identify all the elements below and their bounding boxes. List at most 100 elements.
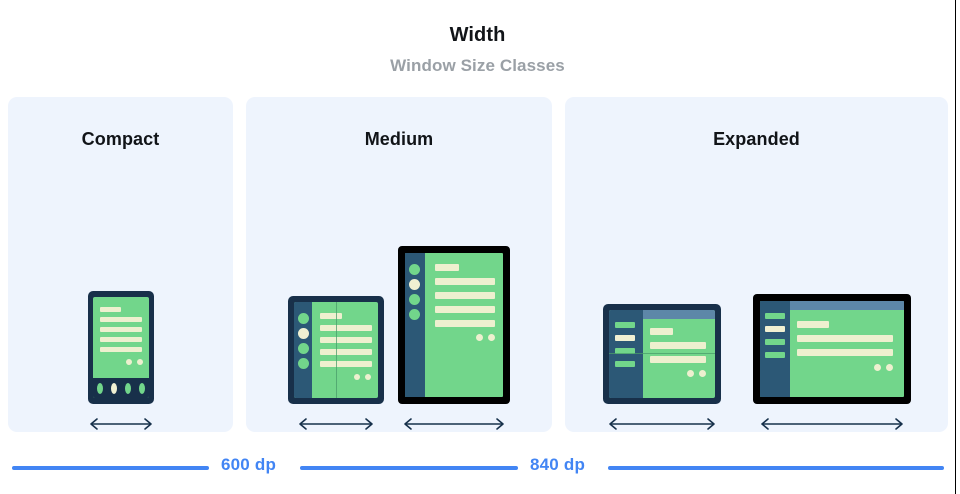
foldable-frame (288, 296, 384, 404)
width-arrow-icon (299, 418, 373, 430)
device-foldable-landscape (602, 304, 721, 432)
content-line (320, 325, 372, 331)
size-class-panels: Compact (8, 97, 948, 432)
device-foldable-portrait (288, 296, 384, 432)
content-dot (698, 370, 706, 377)
breakpoint-label-840: 840 dp (530, 455, 586, 474)
width-arrow-icon (89, 418, 152, 430)
nav-rail (759, 301, 790, 397)
content-dot (136, 359, 143, 365)
content-line (99, 317, 142, 322)
content-dot (686, 370, 694, 377)
nav-rail (294, 302, 312, 398)
content-line (435, 306, 495, 313)
content-dot (476, 334, 483, 341)
app-top-bar (789, 301, 904, 310)
rail-bar (764, 352, 785, 358)
device-phone-portrait (85, 291, 157, 432)
content-dot (885, 364, 893, 371)
width-arrow-icon (608, 418, 715, 430)
tablet-screen (405, 253, 503, 397)
rail-dot (298, 313, 309, 324)
content-line (435, 320, 495, 327)
width-arrow-icon (760, 418, 903, 430)
rail-bar (614, 322, 635, 328)
tablet-landscape-screen (759, 301, 904, 397)
content-line (649, 356, 706, 363)
panel-title-medium: Medium (364, 129, 434, 149)
device-tablet-portrait (398, 246, 510, 432)
panel-expanded: Expanded (565, 97, 948, 432)
app-top-bar (642, 310, 715, 319)
rail-bar (764, 313, 785, 319)
content-line (435, 264, 459, 271)
content-line (320, 349, 372, 355)
device-group-compact (8, 177, 233, 432)
rail-dot-active (409, 279, 420, 290)
content-line (99, 337, 142, 342)
nav-dot (138, 382, 145, 394)
phone-frame (87, 291, 154, 404)
content-line (435, 278, 495, 285)
panel-medium: Medium (246, 97, 552, 432)
content-line (99, 307, 121, 312)
content-line (435, 292, 495, 299)
device-group-medium (246, 177, 552, 432)
rail-bar (614, 361, 635, 367)
rail-bar-active (764, 326, 785, 332)
foldable-landscape-frame (602, 304, 721, 404)
panel-compact: Compact (8, 97, 233, 432)
tablet-frame (398, 246, 510, 404)
rail-dot-active (298, 328, 309, 339)
rail-bar (614, 348, 635, 354)
foldable-screen (294, 302, 378, 398)
right-edge-rule (955, 0, 956, 494)
content-line (649, 342, 706, 349)
content-line (796, 321, 829, 328)
fold-crease (608, 353, 715, 354)
panel-title-compact: Compact (81, 129, 160, 149)
fold-crease (336, 302, 337, 398)
content-dot (488, 334, 495, 341)
content-line (99, 327, 142, 332)
content-line (320, 313, 342, 319)
content-line (796, 349, 893, 356)
content-line (320, 361, 372, 367)
phone-bottom-nav (92, 378, 149, 398)
scale-segment-compact (12, 466, 209, 470)
rail-bar (764, 339, 785, 345)
rail-dot (409, 294, 420, 305)
tablet-landscape-frame (752, 294, 911, 404)
nav-rail (405, 253, 425, 397)
phone-screen (92, 297, 149, 398)
diagram-header: Width Window Size Classes (0, 0, 955, 76)
content-dot (125, 359, 132, 365)
foldable-landscape-screen (608, 310, 715, 398)
rail-dot (409, 264, 420, 275)
rail-dot (298, 358, 309, 369)
content-dot (354, 374, 360, 380)
nav-dot-active (110, 382, 117, 394)
scale-segment-medium (300, 466, 518, 470)
nav-dot (96, 382, 103, 394)
content-line (320, 337, 372, 343)
breakpoint-scale: 600 dp 840 dp (0, 452, 955, 492)
device-group-expanded (565, 177, 948, 432)
content-line (649, 328, 673, 335)
rail-dot (409, 309, 420, 320)
device-tablet-landscape (752, 294, 911, 432)
nav-rail (608, 310, 643, 398)
page-title: Width (449, 24, 506, 46)
panel-title-expanded: Expanded (713, 129, 800, 149)
rail-dot (298, 343, 309, 354)
content-dot (365, 374, 371, 380)
content-dot (873, 364, 881, 371)
breakpoint-label-600: 600 dp (221, 455, 277, 474)
rail-bar-active (614, 335, 635, 341)
content-line (796, 335, 893, 342)
page-subtitle: Window Size Classes (390, 56, 565, 75)
nav-dot (124, 382, 131, 394)
width-arrow-icon (404, 418, 504, 430)
content-line (99, 347, 142, 352)
